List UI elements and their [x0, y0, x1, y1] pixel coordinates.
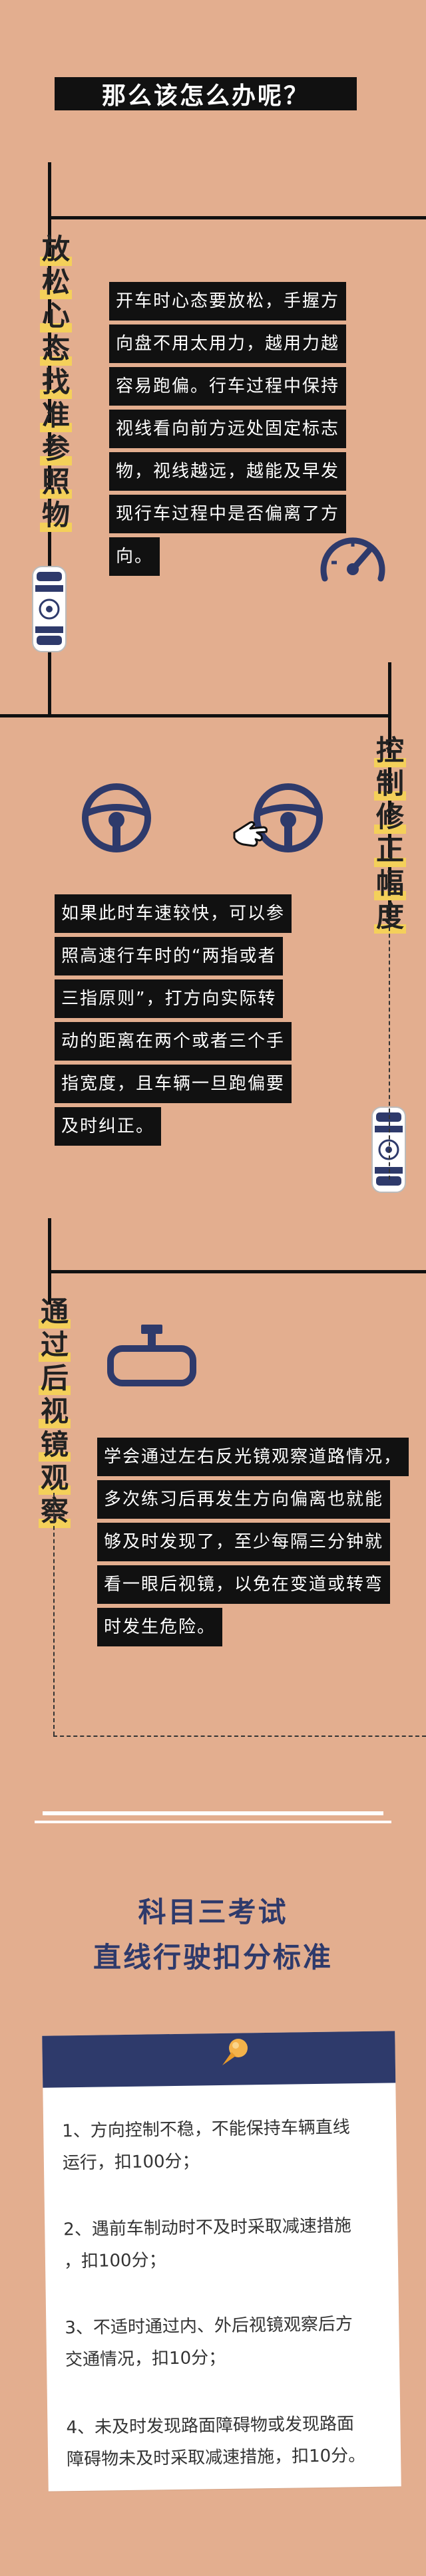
- section1-text-box: 开车时心态要放松，手握方向盘不用太用力，越用力越容易跑偏。行车过程中保持视线看向…: [109, 282, 347, 576]
- text-line: 及时纠正。: [55, 1107, 162, 1146]
- heading-char: 照: [40, 465, 72, 499]
- heading-char: 态: [40, 332, 72, 366]
- rearview-mirror-icon: [107, 1325, 196, 1386]
- text-line: 视线看向前方远处固定标志: [109, 410, 347, 448]
- heading-char: 视: [39, 1395, 71, 1428]
- text-line: 如果此时车速较快，可以参: [55, 894, 292, 933]
- text-line: 向盘不用太用力，越用力越: [109, 324, 347, 363]
- steering-wheel-icon: [82, 783, 151, 852]
- section3-text-box: 学会通过左右反光镜观察道路情况， 多次练习后再发生方向偏离也就能够及时发现了，至少…: [97, 1438, 409, 1646]
- heading-char: 正: [374, 834, 406, 867]
- text-line: 现行车过程中是否偏离了方: [109, 495, 347, 533]
- text-line: 向。: [109, 537, 160, 576]
- heading-char: 修: [374, 801, 406, 834]
- section3-dashed-left: [53, 1493, 55, 1736]
- text-line: 时发生危险。: [97, 1608, 223, 1646]
- police-car-icon: [32, 566, 67, 652]
- section2-vertical-line: [388, 662, 391, 920]
- heading-char: 心: [40, 299, 72, 332]
- list-item: 2、遇前车制动时不及时采取减速措施 ，扣100分；: [63, 2216, 352, 2272]
- standard-title-line2: 直线行驶扣分标准: [93, 1941, 333, 1974]
- text-line: 容易跑偏。行车过程中保持: [109, 367, 347, 406]
- divider-bar: [35, 1821, 391, 1823]
- text-line: 学会通过左右反光镜观察道路情况，: [97, 1438, 409, 1476]
- heading-char: 观: [39, 1462, 71, 1495]
- standard-title-line1: 科目三考试: [138, 1896, 288, 1928]
- heading-char: 过: [39, 1329, 71, 1362]
- heading-char: 度: [374, 900, 406, 934]
- text-line: 多次练习后再发生方向偏离也就能: [97, 1480, 391, 1519]
- heading-char: 放: [40, 233, 72, 266]
- standard-card: 1、方向控制不稳，不能保持车辆直线 运行，扣100分； 2、遇前车制动时不及时采…: [42, 2031, 401, 2492]
- section3-top-line: [48, 1270, 426, 1273]
- hand-pointer-icon: [233, 821, 268, 847]
- page-title: 那么该怎么办呢？: [55, 77, 357, 110]
- section3-heading: 通过后视镜观察: [37, 1295, 72, 1528]
- text-line: 指宽度，且车辆一旦跑偏要: [55, 1065, 292, 1103]
- text-line: 开车时心态要放松，手握方: [109, 282, 347, 321]
- heading-char: 找: [40, 366, 72, 399]
- speedometer-icon: [320, 537, 385, 582]
- pin-icon: [222, 2039, 248, 2065]
- section1-bottom-line: [0, 714, 391, 717]
- section1-heading: 放松心态找准参照物: [39, 233, 73, 532]
- heading-char: 镜: [39, 1428, 71, 1462]
- heading-char: 物: [40, 499, 72, 532]
- section3-dashed-bottom: [53, 1736, 426, 1737]
- text-line: 够及时发现了，至少每隔三分钟就: [97, 1523, 391, 1561]
- text-line: 照高速行车时的“两指或者: [55, 937, 284, 975]
- heading-char: 通: [39, 1295, 71, 1329]
- section1-top-line: [48, 216, 426, 219]
- text-line: 动的距离在两个或者三个手: [55, 1022, 292, 1061]
- section2-text-box: 如果此时车速较快，可以参照高速行车时的“两指或者三指原则”，打方向实际转动的距离…: [55, 894, 292, 1146]
- list-item: 4、未及时发现路面障碍物或发现路面 障碍物未及时采取减速措施，扣10分。: [66, 2414, 366, 2470]
- heading-char: 控: [374, 734, 406, 767]
- section1-vertical-line: [48, 162, 51, 714]
- steering-wheel-icon: [254, 783, 323, 852]
- heading-char: 准: [40, 399, 72, 432]
- heading-char: 制: [374, 767, 406, 801]
- text-line: 物，视线越远，越能及早发: [109, 452, 347, 491]
- section3-vertical-line: [48, 1218, 51, 1305]
- heading-char: 参: [40, 432, 72, 465]
- list-item: 1、方向控制不稳，不能保持车辆直线 运行，扣100分；: [62, 2117, 350, 2174]
- heading-char: 后: [39, 1362, 71, 1395]
- text-line: 三指原则”，打方向实际转: [55, 979, 284, 1018]
- text-line: 看一眼后视镜，以免在变道或转弯: [97, 1565, 391, 1604]
- section2-dashed-line: [389, 920, 390, 1180]
- heading-char: 察: [39, 1495, 71, 1528]
- divider-bar: [43, 1811, 383, 1815]
- section2-heading: 控制修正幅度: [373, 734, 407, 934]
- heading-char: 幅: [374, 867, 406, 900]
- list-item: 3、不适时通过内、外后视镜观察后方 交通情况，扣10分；: [65, 2314, 353, 2371]
- heading-char: 松: [40, 266, 72, 299]
